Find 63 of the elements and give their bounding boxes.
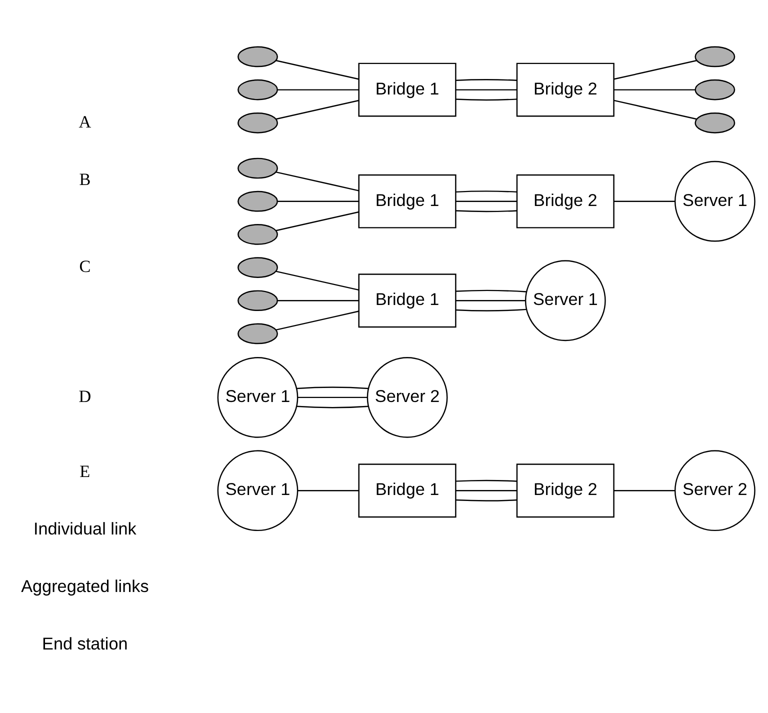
- connector: [276, 170, 359, 191]
- connector: [456, 210, 517, 212]
- label: C: [79, 256, 91, 276]
- connector: [614, 489, 675, 491]
- connector: [456, 289, 526, 292]
- node-circle: Server 2: [674, 450, 756, 531]
- connector: [298, 396, 368, 398]
- connector: [456, 200, 517, 202]
- connector: [456, 489, 517, 491]
- node-box: Bridge 1: [358, 174, 456, 228]
- node-box: Bridge 2: [516, 62, 614, 116]
- node-ellipse: [238, 78, 278, 100]
- legend-label: End station: [42, 633, 128, 654]
- legend-label: Individual link: [33, 518, 136, 538]
- connector: [278, 200, 359, 202]
- node-ellipse: [238, 112, 278, 133]
- connector: [276, 310, 359, 330]
- node-ellipse: [238, 157, 278, 178]
- node-ellipse: [694, 78, 736, 100]
- connector: [614, 99, 697, 120]
- label: D: [78, 386, 92, 406]
- connector: [278, 88, 359, 90]
- node-circle: Server 1: [674, 160, 756, 242]
- connector: [614, 59, 697, 80]
- node-circle: Server 1: [217, 450, 298, 531]
- legend-label: Aggregated links: [21, 575, 149, 596]
- node-box: Bridge 1: [358, 273, 456, 328]
- connector: [456, 78, 517, 81]
- node-box: Bridge 1: [358, 463, 456, 518]
- connector: [276, 59, 359, 80]
- connector: [278, 300, 359, 301]
- node-box: Bridge 2: [516, 174, 614, 228]
- node-ellipse: [238, 256, 278, 278]
- label: B: [79, 170, 91, 189]
- node-ellipse: [238, 290, 278, 311]
- connector: [456, 190, 517, 192]
- connector: [276, 210, 359, 231]
- connector: [276, 99, 359, 120]
- connector: [296, 386, 368, 389]
- connector: [614, 88, 695, 90]
- label: A: [78, 112, 92, 131]
- node-ellipse: [694, 46, 736, 67]
- node-box: Bridge 1: [358, 62, 456, 116]
- node-circle: Server 1: [524, 260, 606, 341]
- connector: [456, 498, 517, 501]
- node-ellipse: [694, 112, 736, 133]
- connector: [456, 98, 517, 100]
- node-circle: Server 2: [366, 356, 448, 438]
- connector: [614, 200, 675, 202]
- node-ellipse: [238, 190, 278, 212]
- connector: [456, 308, 526, 311]
- connector: [456, 300, 526, 301]
- connector: [296, 405, 368, 408]
- node-ellipse: [238, 46, 278, 67]
- node-box: Bridge 2: [516, 463, 614, 518]
- node-ellipse: [238, 224, 278, 244]
- connector: [456, 479, 517, 482]
- connector: [298, 489, 359, 491]
- connector: [276, 270, 359, 290]
- connector: [456, 88, 517, 90]
- node-circle: Server 1: [217, 356, 298, 438]
- label: E: [80, 461, 90, 480]
- node-ellipse: [238, 322, 278, 344]
